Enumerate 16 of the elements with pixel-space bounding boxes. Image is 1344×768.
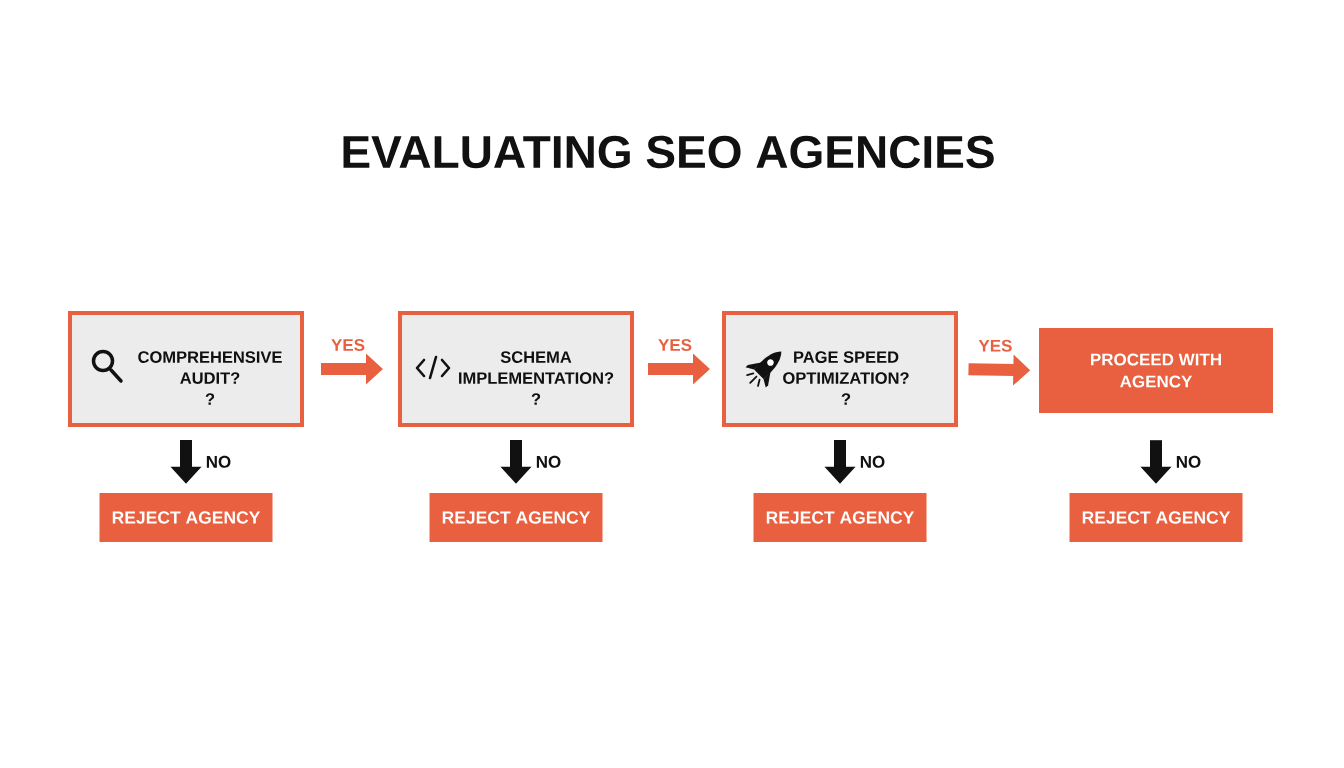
reject-box: REJECT AGENCY [753,493,927,542]
edge-label: YES [656,337,694,353]
decision-box: SCHEMA IMPLEMENTATION? ? [398,311,634,427]
title: EVALUATING SEO AGENCIES [343,135,994,169]
decision-box: PAGE SPEED OPTIMIZATION? ? [722,311,958,427]
edge-label: NO [1174,454,1203,470]
reject-box: REJECT AGENCY [1069,493,1243,542]
edge-label: NO [534,454,563,470]
edge-label: YES [976,338,1014,354]
decision-box: COMPREHENSIVE AUDIT? ? [68,311,304,427]
reject-box: REJECT AGENCY [429,493,603,542]
edge-label: YES [329,337,367,353]
outcome-box: PROCEED WITH AGENCY [1039,328,1273,413]
edge-label: NO [204,454,233,470]
reject-box: REJECT AGENCY [99,493,273,542]
edge-label: NO [858,454,887,470]
